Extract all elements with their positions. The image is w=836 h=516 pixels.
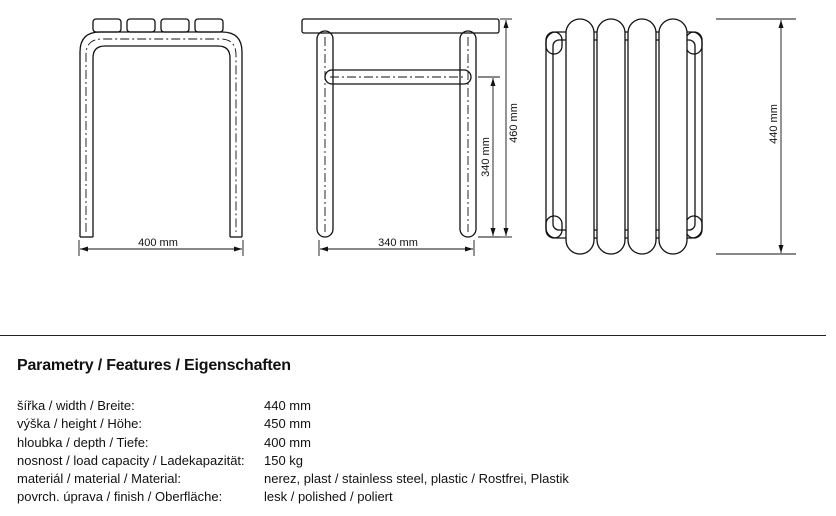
feature-value: lesk / polished / poliert	[264, 489, 393, 505]
front-width-dimension	[78, 240, 244, 256]
side-depth-dimension	[318, 240, 475, 256]
feature-label: nosnost / load capacity / Ladekapazität:	[17, 452, 245, 468]
front-view	[79, 18, 243, 238]
technical-drawing: 400 mm 340 mm 340 mm 460 mm 440 mm	[78, 18, 796, 256]
top-width-label: 440 mm	[768, 104, 780, 144]
feature-label: hloubka / depth / Tiefe:	[17, 434, 149, 450]
feature-label: šířka / width / Breite:	[17, 398, 135, 413]
feature-value: 400 mm	[264, 434, 311, 450]
section-divider	[0, 335, 826, 336]
feature-value: nerez, plast / stainless steel, plastic …	[264, 471, 569, 487]
side-total-height-dimension	[500, 18, 512, 238]
feature-value: 450 mm	[264, 416, 311, 432]
features-heading: Parametry / Features / Eigenschaften	[17, 357, 291, 374]
feature-label: materiál / material / Material:	[17, 471, 181, 487]
feature-value: 440 mm	[264, 398, 311, 413]
side-rail-height-label: 340 mm	[480, 137, 492, 177]
side-rail-height-dimension	[478, 76, 500, 238]
feature-label: povrch. úprava / finish / Oberfläche:	[17, 489, 223, 505]
feature-value: 150 kg	[264, 452, 304, 468]
front-width-label: 400 mm	[138, 237, 178, 249]
side-depth-label: 340 mm	[378, 237, 418, 249]
top-width-dimension	[716, 18, 796, 255]
feature-label: výška / height / Höhe:	[17, 416, 143, 432]
side-view	[301, 18, 500, 238]
side-total-height-label: 460 mm	[508, 103, 520, 143]
top-view	[545, 18, 703, 255]
